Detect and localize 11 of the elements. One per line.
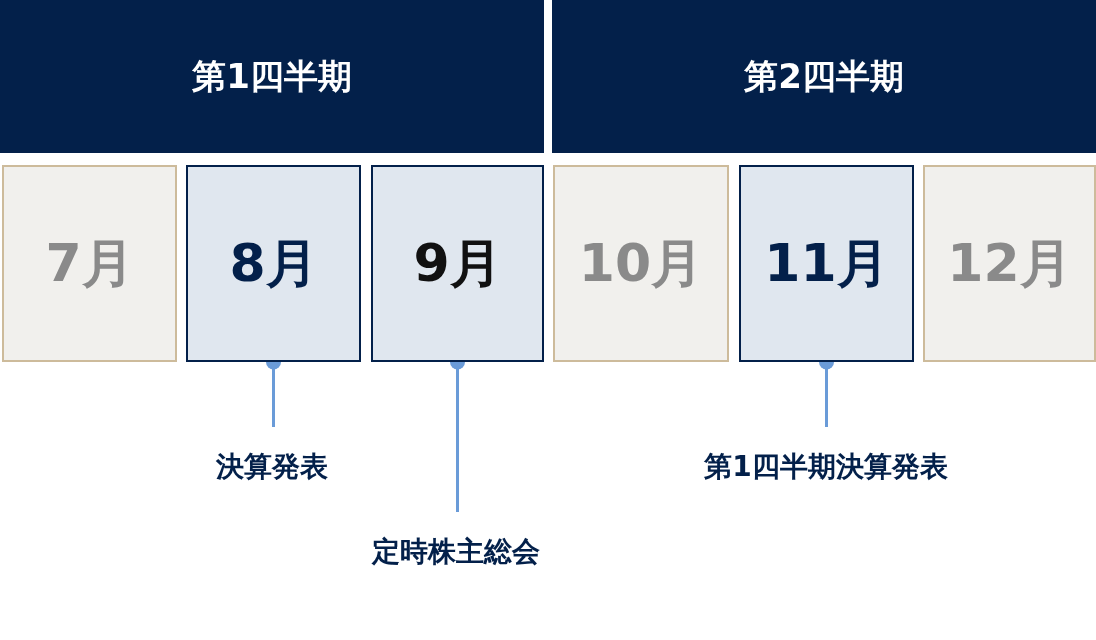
month-box: 12月 xyxy=(923,165,1096,362)
month-box: 10月 xyxy=(553,165,729,362)
event-label: 第1四半期決算発表 xyxy=(626,445,1026,489)
quarter-header: 第2四半期 xyxy=(552,0,1096,153)
quarter-header: 第1四半期 xyxy=(0,0,544,153)
event-label: 決算発表 xyxy=(172,445,372,489)
month-box: 8月 xyxy=(186,165,361,362)
event-label: 定時株主総会 xyxy=(316,530,596,574)
month-box: 9月 xyxy=(371,165,544,362)
month-box: 11月 xyxy=(739,165,914,362)
month-box: 7月 xyxy=(2,165,177,362)
